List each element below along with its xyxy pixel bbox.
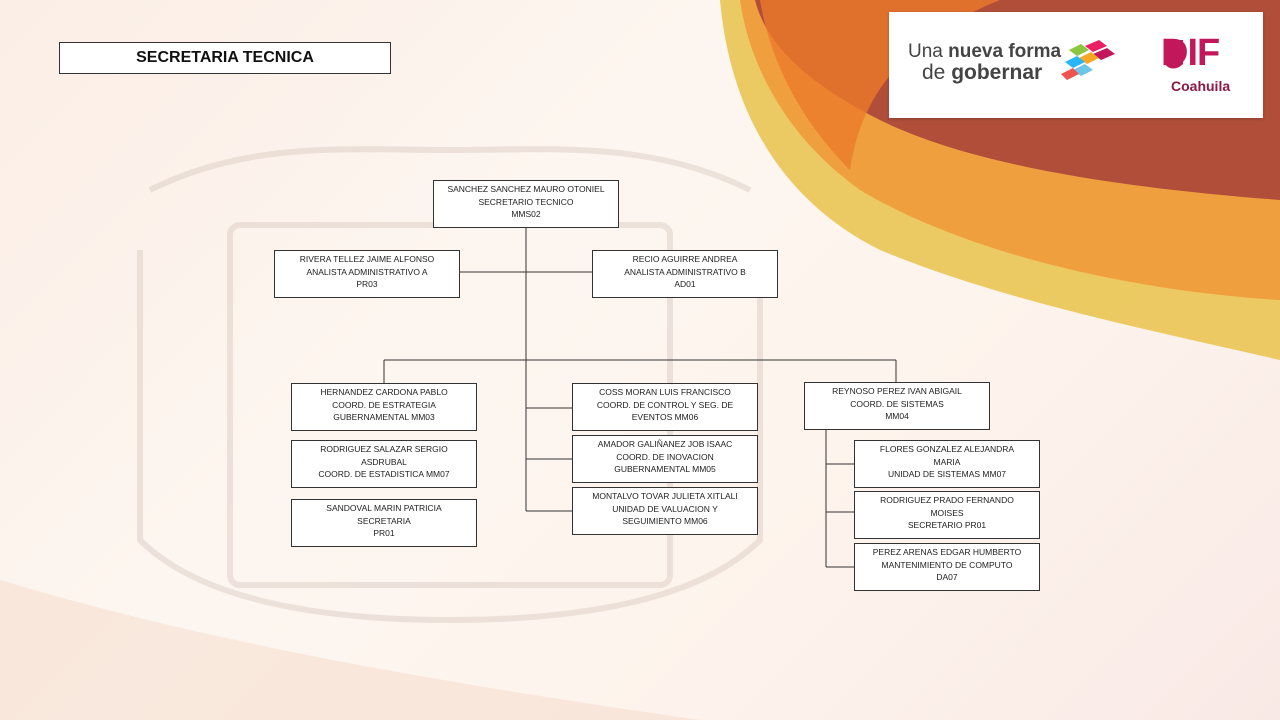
node-role: UNIDAD DE VALUACION Y <box>612 503 718 514</box>
node-role: MOISES <box>930 507 964 518</box>
node-name: RODRIGUEZ PRADO FERNANDO <box>880 495 1014 505</box>
dif-logo-text: DIF <box>1161 32 1220 74</box>
logo-slogan-line1: Una nueva forma <box>908 42 1061 62</box>
node-name: SANDOVAL MARIN PATRICIA <box>326 503 442 513</box>
org-node-flores: FLORES GONZALEZ ALEJANDRA MARIA UNIDAD D… <box>854 440 1040 488</box>
node-name: RODRIGUEZ SALAZAR SERGIO <box>320 444 448 454</box>
node-role: ANALISTA ADMINISTRATIVO A <box>306 266 428 277</box>
node-role: SECRETARIA <box>357 515 411 526</box>
node-name: COSS MORAN LUIS FRANCISCO <box>599 387 731 397</box>
org-node-coss: COSS MORAN LUIS FRANCISCO COORD. DE CONT… <box>572 383 758 431</box>
org-node-rodriguez-salazar: RODRIGUEZ SALAZAR SERGIO ASDRUBAL COORD.… <box>291 440 477 488</box>
node-code: COORD. DE ESTADISTICA MM07 <box>318 469 450 479</box>
node-code: MMS02 <box>511 209 541 219</box>
org-node-rivera: RIVERA TELLEZ JAIME ALFONSO ANALISTA ADM… <box>274 250 460 298</box>
org-node-rodriguez-prado: RODRIGUEZ PRADO FERNANDO MOISES SECRETAR… <box>854 491 1040 539</box>
logo-slogan-gobernar: gobernar <box>951 61 1043 84</box>
org-node-secretario-tecnico: SANCHEZ SANCHEZ MAURO OTONIEL SECRETARIO… <box>433 180 619 228</box>
org-node-hernandez: HERNANDEZ CARDONA PABLO COORD. DE ESTRAT… <box>291 383 477 431</box>
node-name: HERNANDEZ CARDONA PABLO <box>320 387 448 397</box>
node-code: AD01 <box>674 279 696 289</box>
org-node-reynoso: REYNOSO PEREZ IVAN ABIGAIL COORD. DE SIS… <box>804 382 990 430</box>
node-code: DA07 <box>936 572 958 582</box>
node-code: PR01 <box>373 528 395 538</box>
node-name: PEREZ ARENAS EDGAR HUMBERTO <box>872 547 1022 557</box>
node-code: EVENTOS MM06 <box>631 412 699 422</box>
node-role: COORD. DE INOVACION <box>616 451 714 462</box>
org-node-montalvo: MONTALVO TOVAR JULIETA XITLALI UNIDAD DE… <box>572 487 758 535</box>
node-role: ASDRUBAL <box>361 456 407 467</box>
node-name: SANCHEZ SANCHEZ MAURO OTONIEL <box>447 184 605 194</box>
node-code: GUBERNAMENTAL MM05 <box>614 464 716 474</box>
node-code: SECRETARIO PR01 <box>907 520 987 530</box>
node-code: GUBERNAMENTAL MM03 <box>333 412 435 422</box>
hand-heart-icon <box>1165 40 1183 69</box>
node-code: UNIDAD DE SISTEMAS MM07 <box>887 469 1007 479</box>
node-role: COORD. DE CONTROL Y SEG. DE <box>596 399 734 410</box>
node-role: MANTENIMIENTO DE COMPUTO <box>881 559 1013 570</box>
page-title: SECRETARIA TECNICA <box>59 42 391 74</box>
logo-slogan-de: de <box>922 61 952 84</box>
node-name: REYNOSO PEREZ IVAN ABIGAIL <box>832 386 962 396</box>
colorful-arrows-icon <box>1061 40 1115 80</box>
logo-banner: Una nueva forma de gobernar DIF Coahuila <box>889 12 1263 118</box>
node-role: COORD. DE ESTRATEGIA <box>332 399 436 410</box>
org-node-sandoval: SANDOVAL MARIN PATRICIA SECRETARIA PR01 <box>291 499 477 547</box>
node-code: SEGUIMIENTO MM06 <box>622 516 708 526</box>
node-name: AMADOR GALIÑANEZ JOB ISAAC <box>597 439 733 449</box>
node-name: FLORES GONZALEZ ALEJANDRA <box>879 444 1015 454</box>
logo-slogan-nueva-forma: nueva forma <box>948 41 1062 62</box>
node-role: ANALISTA ADMINISTRATIVO B <box>624 266 746 277</box>
node-name: RIVERA TELLEZ JAIME ALFONSO <box>299 254 435 264</box>
node-code: MM04 <box>885 411 909 421</box>
coahuila-logo-text: Coahuila <box>1171 78 1231 94</box>
node-role: MARIA <box>933 456 961 467</box>
node-code: PR03 <box>356 279 378 289</box>
node-role: COORD. DE SISTEMAS <box>850 398 944 409</box>
org-node-perez: PEREZ ARENAS EDGAR HUMBERTO MANTENIMIENT… <box>854 543 1040 591</box>
logo-slogan-una: Una <box>908 41 949 62</box>
org-node-recio: RECIO AGUIRRE ANDREA ANALISTA ADMINISTRA… <box>592 250 778 298</box>
node-name: MONTALVO TOVAR JULIETA XITLALI <box>592 491 738 501</box>
logo-slogan-line2: de gobernar <box>922 62 1042 84</box>
org-node-amador: AMADOR GALIÑANEZ JOB ISAAC COORD. DE INO… <box>572 435 758 483</box>
node-name: RECIO AGUIRRE ANDREA <box>632 254 738 264</box>
node-role: SECRETARIO TECNICO <box>478 196 574 207</box>
